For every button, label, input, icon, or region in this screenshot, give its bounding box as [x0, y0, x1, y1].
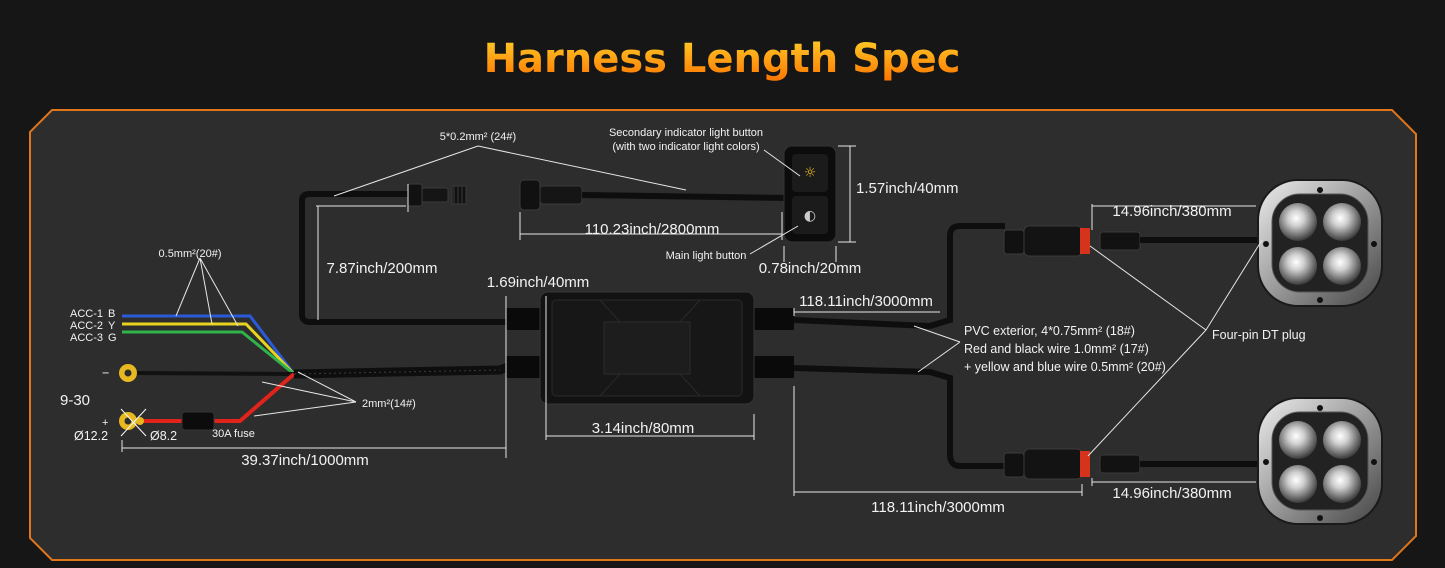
- acc-wire-spec-label: 0.5mm²(20#): [159, 248, 222, 260]
- switch-lead-label: 7.87inch/200mm: [327, 260, 438, 277]
- secondary-button-label: Secondary indicator light button: [609, 127, 763, 139]
- rocker-switch: ☼ ◐: [783, 145, 837, 243]
- ring-small-label: Ø8.2: [150, 429, 177, 443]
- acc2-color-label: Y: [108, 320, 116, 332]
- acc2-label: ACC-2: [70, 320, 103, 332]
- dt-plug-label: Four-pin DT plug: [1212, 328, 1306, 342]
- controller-width-label: 3.14inch/80mm: [592, 420, 695, 437]
- acc-wires: [122, 314, 296, 376]
- light-lead-top-label: 14.96inch/380mm: [1112, 203, 1231, 220]
- acc3-label: ACC-3: [70, 332, 103, 344]
- switch-cable: [581, 192, 791, 201]
- dt-plug-top: [1003, 225, 1141, 257]
- light-cable-bottom-label: 118.11inch/3000mm: [871, 499, 1005, 516]
- acc1-color-label: B: [108, 308, 115, 320]
- indicator-icon: ☼: [804, 165, 817, 181]
- positive-label: +: [102, 417, 108, 429]
- ring-big-label: Ø12.2: [74, 429, 108, 443]
- pvc-spec-line3: + yellow and blue wire 0.5mm² (20#): [964, 360, 1166, 374]
- voltage-label: 9-30: [60, 392, 90, 409]
- switch-connector-female: [519, 179, 583, 211]
- switch-width-label: 0.78inch/20mm: [759, 260, 862, 277]
- power-cable-label: 39.37inch/1000mm: [241, 452, 369, 469]
- pvc-spec-line1: PVC exterior, 4*0.75mm² (18#): [964, 324, 1135, 338]
- acc3-color-label: G: [108, 332, 117, 344]
- secondary-button-note: (with two indicator light colors): [612, 141, 759, 153]
- dimension-lines: [121, 145, 1263, 496]
- switch-height-label: 1.57inch/40mm: [856, 180, 959, 197]
- pvc-spec-line2: Red and black wire 1.0mm² (17#): [964, 342, 1149, 356]
- power-wire-spec-label: 2mm²(14#): [362, 398, 416, 410]
- ring-terminal-negative: [119, 364, 137, 382]
- negative-wire: [135, 371, 295, 376]
- switch-cable-label: 110.23inch/2800mm: [585, 221, 720, 238]
- light-pod-top: [1257, 179, 1383, 307]
- controller-box: [506, 291, 794, 405]
- acc1-label: ACC-1: [70, 308, 103, 320]
- ring-terminal-positive: [119, 408, 147, 437]
- light-pod-bottom: [1257, 397, 1383, 525]
- main-button-label: Main light button: [666, 250, 747, 262]
- fuse-holder: [181, 411, 215, 431]
- light-cable-top: [793, 223, 1005, 330]
- headlight-icon: ◐: [804, 208, 816, 224]
- fuse-label: 30A fuse: [212, 428, 255, 440]
- negative-label: −: [102, 366, 109, 380]
- light-cable-top-label: 118.11inch/3000mm: [799, 293, 933, 310]
- switch-lead-cable: [299, 191, 506, 325]
- controller-height-label: 1.69inch/40mm: [487, 274, 590, 291]
- switch-connector-male: [407, 183, 467, 207]
- wire-spec-24-label: 5*0.2mm² (24#): [440, 131, 516, 143]
- page-title: Harness Length Spec: [484, 36, 961, 82]
- light-cable-bottom: [793, 365, 1005, 469]
- dt-plug-bottom: [1003, 448, 1141, 480]
- light-lead-bottom-label: 14.96inch/380mm: [1112, 485, 1231, 502]
